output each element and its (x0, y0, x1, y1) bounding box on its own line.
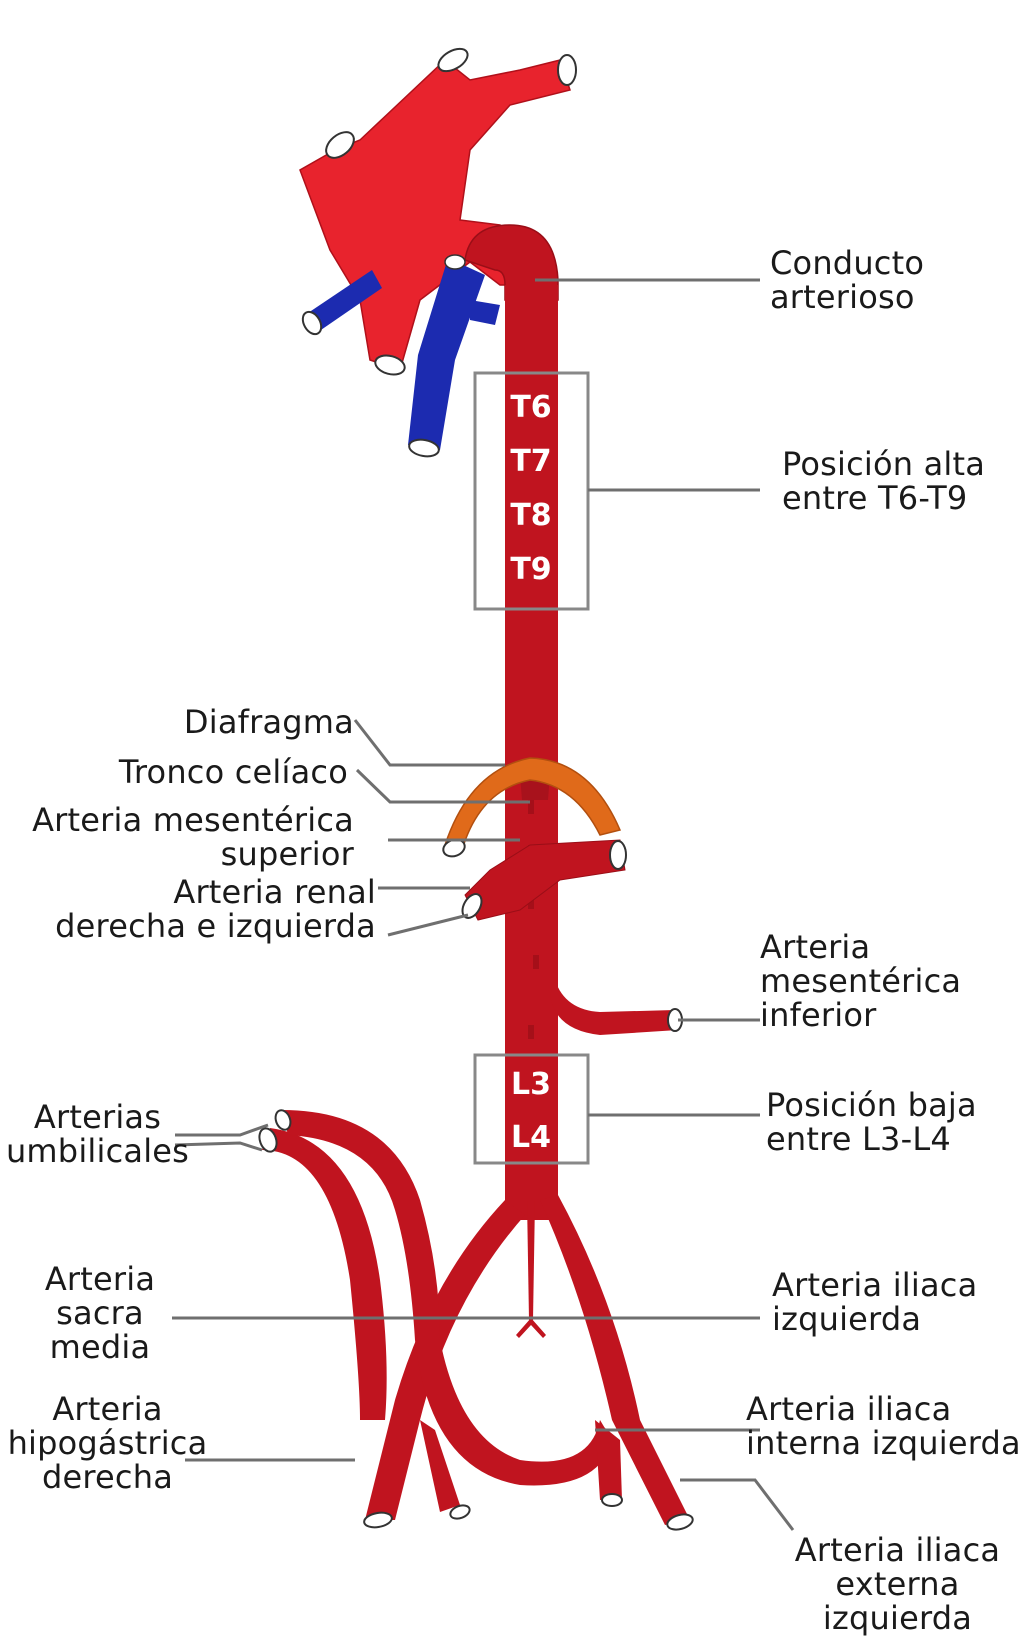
label-arteria-hipogastrica-derecha: Arteria hipogástrica derecha (0, 1392, 215, 1494)
inferior-mesenteric (550, 980, 678, 1035)
label-conducto-arterioso: Conducto arterioso (770, 246, 924, 314)
left-iliac (540, 1195, 690, 1525)
label-posicion-baja: Posición baja entre L3-L4 (766, 1088, 977, 1156)
leader-iliaca-externa (680, 1478, 795, 1531)
vessel-cap (601, 1493, 623, 1507)
vessel-cap (274, 1109, 292, 1131)
leader-umbilicales-a (175, 1123, 269, 1137)
leader-renal-inf (387, 913, 469, 937)
label-posicion-alta: Posición alta entre T6-T9 (782, 447, 985, 515)
vessel-cap (374, 354, 406, 376)
sacral-fork (516, 1318, 546, 1338)
vertebra-label-t7: T7 (510, 444, 552, 479)
vessel-cap (666, 1513, 694, 1531)
right-iliac (365, 1200, 525, 1520)
vertebra-label-t8: T8 (510, 498, 552, 533)
vertebra-mark (528, 1025, 534, 1039)
vessel-cap (363, 1511, 393, 1529)
label-arteria-renal: Arteria renal derecha e izquierda (55, 875, 376, 943)
renal-arteries (464, 839, 626, 921)
descending-aorta (505, 285, 558, 1220)
label-line: Arteria iliaca (794, 1531, 1001, 1569)
label-line: derecha (41, 1458, 174, 1496)
label-line: entre L3-L4 (766, 1120, 951, 1158)
label-line: entre T6-T9 (782, 479, 968, 517)
vertebra-mark (528, 800, 534, 814)
vessel-cap (461, 893, 483, 919)
leader-diafragma (353, 719, 505, 767)
label-line: Arteria iliaca (772, 1266, 978, 1304)
label-diafragma: Diafragma (184, 705, 354, 739)
label-arterias-umbilicales: Arterias umbilicales (0, 1100, 195, 1168)
vertebra-label-l3: L3 (511, 1067, 551, 1102)
iliac-arteries (262, 1110, 690, 1525)
middle-sacral (527, 1200, 535, 1320)
right-umbilical (262, 1128, 387, 1420)
left-umbilical (282, 1110, 612, 1486)
vessel-cap (449, 1504, 471, 1520)
leader-tronco (355, 768, 530, 804)
label-line: superior (220, 835, 354, 873)
vessel-cap (609, 840, 627, 870)
left-internal-iliac (595, 1420, 622, 1500)
vessel-cap (437, 47, 469, 73)
vein-left (305, 270, 382, 332)
label-line: sacra (56, 1294, 144, 1332)
vein-main (408, 258, 485, 450)
label-line: Arteria (52, 1390, 163, 1428)
label-line: Arteria renal (173, 873, 376, 911)
vessel-cap (408, 438, 440, 458)
label-line: mesentérica (760, 962, 962, 1000)
label-line: Arteria mesentérica (32, 801, 354, 839)
label-line: inferior (760, 996, 877, 1034)
label-line: Posición baja (766, 1086, 977, 1124)
label-line: umbilicales (5, 1132, 190, 1170)
vessel-cap (258, 1127, 278, 1153)
veins (301, 254, 500, 458)
label-arteria-sacra-media: Arteria sacra media (20, 1262, 180, 1364)
right-hypogastric (420, 1420, 460, 1512)
vertebra-mark (533, 955, 539, 969)
descending-arch (464, 224, 559, 301)
low-position-box (473, 1053, 590, 1165)
label-arteria-iliaca-izquierda: Arteria iliaca izquierda (772, 1268, 977, 1336)
vessel-cap (325, 131, 355, 159)
vertebra-label-t6: T6 (510, 390, 552, 425)
label-line: Tronco celíaco (118, 753, 348, 791)
label-line: Arteria iliaca (746, 1390, 952, 1428)
label-arteria-mesenterica-superior: Arteria mesentérica superior (32, 803, 354, 871)
label-line: Posición alta (782, 445, 986, 483)
label-tronco-celiaco: Tronco celíaco (119, 755, 348, 789)
label-line: Arteria (760, 928, 871, 966)
label-line: Arterias (33, 1098, 162, 1136)
label-line: derecha e izquierda (55, 907, 376, 945)
label-line: Arteria (44, 1260, 156, 1298)
label-line: arterioso (770, 278, 915, 316)
vessel-cap (557, 54, 577, 86)
label-line: Conducto (770, 244, 925, 282)
vein-branch (470, 300, 500, 325)
label-line: externa (835, 1565, 960, 1603)
label-line: Diafragma (183, 703, 354, 741)
label-line: izquierda (772, 1300, 922, 1338)
vertebra-label-t9: T9 (510, 552, 552, 587)
label-line: media (49, 1328, 151, 1366)
vessel-cap (444, 254, 466, 270)
label-arteria-iliaca-externa-izquierda: Arteria iliaca externa izquierda (785, 1533, 1010, 1635)
vessel-cap (301, 310, 323, 336)
label-line: izquierda (822, 1599, 973, 1637)
leader-lines (172, 278, 795, 1531)
vertebra-label-l4: L4 (511, 1120, 551, 1155)
label-line: interna izquierda (746, 1424, 1021, 1462)
diaphragm (444, 757, 622, 851)
label-arteria-mesenterica-inferior: Arteria mesentérica inferior (760, 930, 961, 1032)
leader-umbilicales-b (174, 1141, 263, 1152)
label-line: hipogástrica (7, 1424, 208, 1462)
label-arteria-iliaca-interna-izquierda: Arteria iliaca interna izquierda (746, 1392, 1021, 1460)
